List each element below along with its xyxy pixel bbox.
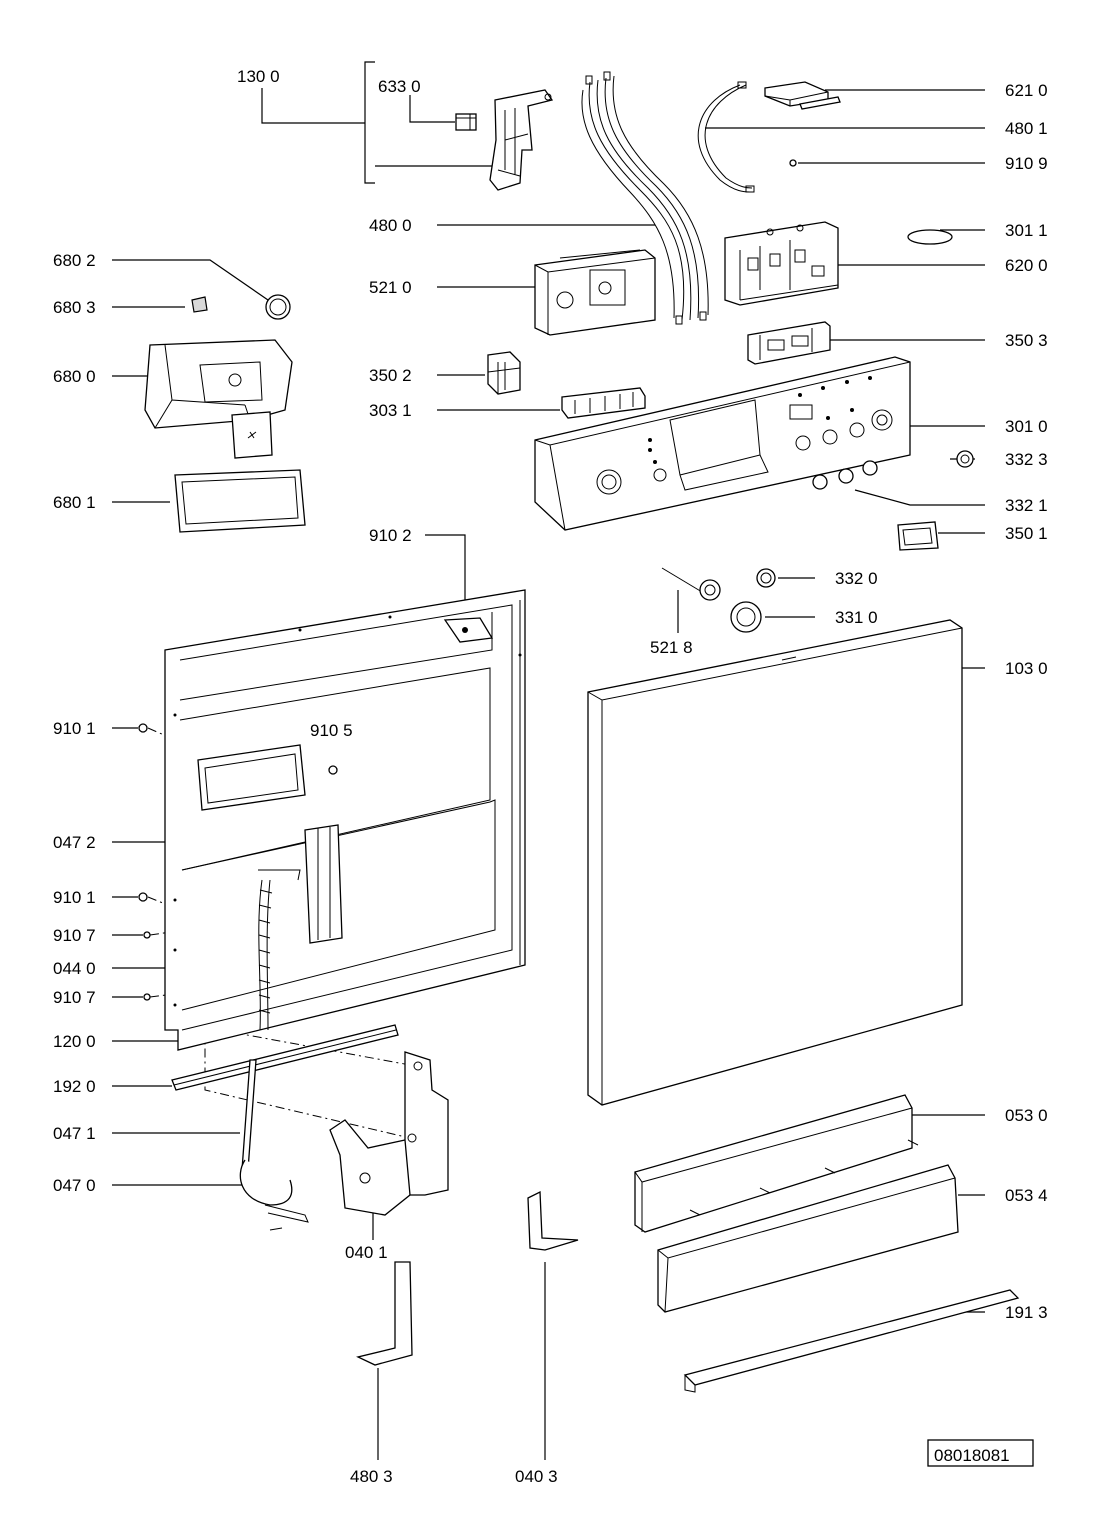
label-350-1: 350 1 <box>1005 524 1048 543</box>
part-plinth-support <box>634 1094 919 1233</box>
label-047-2: 047 2 <box>53 833 96 852</box>
part-switch-block <box>487 351 521 395</box>
part-knob-332-0 <box>756 568 776 588</box>
label-040-3: 040 3 <box>515 1467 558 1486</box>
part-cable-pulley <box>239 1159 309 1231</box>
part-knob-ring-331-0 <box>730 601 762 633</box>
part-control-electronics <box>534 249 656 336</box>
label-332-0: 332 0 <box>835 569 878 588</box>
label-120-0: 120 0 <box>53 1032 96 1051</box>
label-130-0: 130 0 <box>237 67 280 86</box>
part-door-rail <box>171 1024 399 1091</box>
label-680-0: 680 0 <box>53 367 96 386</box>
label-350-3: 350 3 <box>1005 331 1048 350</box>
part-bottom-strip <box>683 1289 1020 1393</box>
label-301-0: 301 0 <box>1005 417 1048 436</box>
label-040-1: 040 1 <box>345 1243 388 1262</box>
document-code: 08018081 <box>934 1446 1010 1465</box>
label-521-8: 521 8 <box>650 638 693 657</box>
part-microswitch <box>455 113 477 131</box>
part-buttons-332-1 <box>812 460 878 490</box>
label-301-1: 301 1 <box>1005 221 1048 240</box>
label-480-3: 480 3 <box>350 1467 393 1486</box>
part-dispenser-gasket <box>174 469 306 533</box>
part-outer-door-panel <box>587 619 963 1106</box>
part-bracket-040-3 <box>527 1190 579 1251</box>
part-thermostat-sensor <box>661 567 721 601</box>
part-bracket-350-1 <box>897 521 939 551</box>
part-knob-332-3 <box>956 450 974 468</box>
part-door-spring <box>258 869 301 1031</box>
part-button-carrier <box>747 321 831 365</box>
label-633-0: 633 0 <box>378 77 421 96</box>
part-screw-910-9 <box>789 159 797 167</box>
part-labels: 130 0 633 0 621 0 480 1 910 9 480 0 301 … <box>53 67 1048 1486</box>
part-cover-cap <box>907 229 953 245</box>
part-door-latch <box>489 89 554 191</box>
label-680-2: 680 2 <box>53 251 96 270</box>
label-910-2: 910 2 <box>369 526 412 545</box>
label-910-1-upper: 910 1 <box>53 719 96 738</box>
label-053-0: 053 0 <box>1005 1106 1048 1125</box>
part-l-bracket-480-3 <box>356 1261 413 1366</box>
label-480-0: 480 0 <box>369 216 412 235</box>
label-332-1: 332 1 <box>1005 496 1048 515</box>
label-047-1: 047 1 <box>53 1124 96 1143</box>
label-331-0: 331 0 <box>835 608 878 627</box>
label-332-3: 332 3 <box>1005 450 1048 469</box>
part-wiring-harness-loop <box>697 81 755 193</box>
label-191-3: 191 3 <box>1005 1303 1048 1322</box>
label-620-0: 620 0 <box>1005 256 1048 275</box>
label-192-0: 192 0 <box>53 1077 96 1096</box>
document-code-box <box>927 1439 1034 1467</box>
part-small-clip <box>191 296 208 313</box>
part-control-panel <box>534 356 911 531</box>
label-910-7-lower: 910 7 <box>53 988 96 1007</box>
label-680-1: 680 1 <box>53 493 96 512</box>
label-053-4: 053 4 <box>1005 1186 1048 1205</box>
label-521-0: 521 0 <box>369 278 412 297</box>
label-044-0: 044 0 <box>53 959 96 978</box>
label-621-0: 621 0 <box>1005 81 1048 100</box>
part-plinth-cover <box>657 1164 959 1313</box>
part-detergent-dispenser <box>144 339 293 459</box>
label-350-2: 350 2 <box>369 366 412 385</box>
part-mounting-board <box>724 221 839 306</box>
label-303-1: 303 1 <box>369 401 412 420</box>
part-seal-ring <box>265 294 291 320</box>
label-480-1: 480 1 <box>1005 119 1048 138</box>
part-inner-door <box>164 589 526 1051</box>
label-910-5: 910 5 <box>310 721 353 740</box>
label-103-0: 103 0 <box>1005 659 1048 678</box>
label-910-9: 910 9 <box>1005 154 1048 173</box>
part-door-hinge <box>329 1051 449 1216</box>
label-910-1-lower: 910 1 <box>53 888 96 907</box>
part-wiring-harness-main <box>581 71 709 325</box>
label-047-0: 047 0 <box>53 1176 96 1195</box>
part-electronic-module-small <box>764 81 841 110</box>
part-key-strip <box>561 387 646 419</box>
label-910-7-upper: 910 7 <box>53 926 96 945</box>
part-spring-rod <box>241 1059 257 1171</box>
label-680-3: 680 3 <box>53 298 96 317</box>
part-screws <box>138 723 338 1001</box>
